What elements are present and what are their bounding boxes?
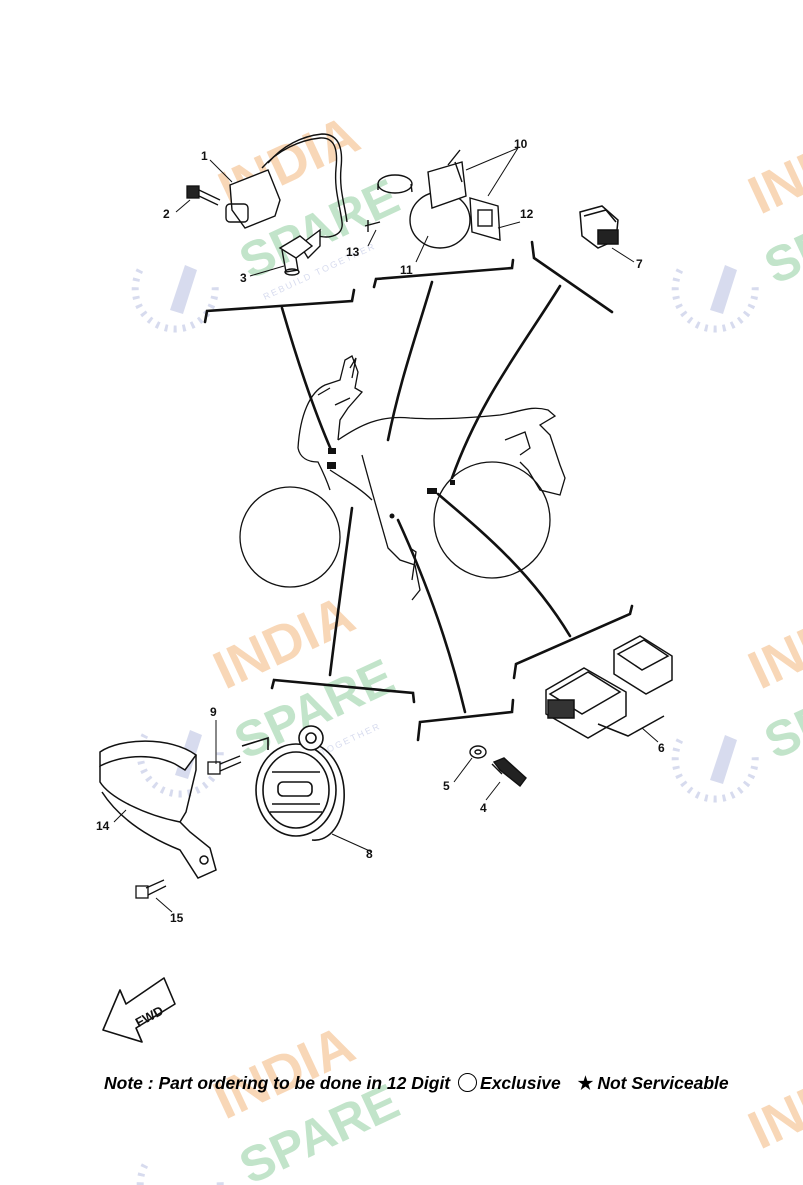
callout-3: 3 [240, 271, 247, 285]
harness-connectors [327, 448, 455, 519]
horn-bracket-part [99, 740, 217, 879]
bolt-part-9 [207, 755, 242, 775]
ordering-note: Note : Part ordering to be done in 12 Di… [104, 1073, 729, 1094]
callout-9: 9 [210, 705, 217, 719]
watermark-logo: INDIA SPARE [671, 584, 803, 803]
bolt-part-15 [135, 879, 167, 899]
bracket-ignition-coil [203, 288, 356, 324]
star-icon: ★ [577, 1073, 594, 1093]
watermark-logo: INDIA SPARE [671, 109, 803, 333]
exclusive-circle-icon [458, 1073, 478, 1092]
callout-5: 5 [443, 779, 450, 793]
watermark-logo: INDIA [740, 1044, 803, 1161]
callout-13: 13 [346, 245, 360, 259]
callout-7: 7 [636, 257, 643, 271]
watermark-word-india: INDIA [740, 1044, 803, 1161]
group-brackets [203, 240, 634, 742]
watermark-logo: INDIA SPARE [136, 1014, 407, 1185]
callout-11: 11 [400, 263, 413, 277]
bracket-flasher [512, 604, 634, 680]
relay-part [579, 205, 619, 249]
bracket-horn [270, 678, 416, 704]
fwd-arrow-icon: FWD [102, 977, 176, 1043]
callout-8: 8 [366, 847, 373, 861]
callout-1: 1 [201, 149, 208, 163]
callout-2: 2 [163, 207, 170, 221]
note-prefix: Note : Part ordering to be done in 12 Di… [104, 1073, 451, 1093]
callout-12: 12 [520, 207, 534, 221]
callout-leaders [113, 147, 659, 913]
bracket-relay [530, 240, 614, 314]
callout-15: 15 [170, 911, 184, 925]
callout-10: 10 [514, 137, 528, 151]
spark-plug-cap-part [278, 235, 314, 276]
horn-part [241, 725, 345, 841]
rear-wheel [433, 461, 551, 579]
callout-14: 14 [96, 819, 110, 833]
bolt-part-4 [491, 757, 527, 787]
front-wheel [239, 486, 341, 588]
note-not-serviceable: Not Serviceable [597, 1073, 729, 1093]
watermark-word-india: INDIA [740, 109, 803, 226]
fuel-sender-part [364, 149, 501, 249]
callout-4: 4 [480, 801, 487, 815]
ignition-coil-part [225, 133, 348, 260]
motorcycle-outline [239, 355, 566, 601]
bracket-fuel-sender [372, 258, 515, 289]
callout-6: 6 [658, 741, 665, 755]
note-exclusive: Exclusive [480, 1073, 561, 1093]
flasher-relays-part [545, 635, 673, 739]
connector-lines [280, 280, 572, 714]
bracket-bolt [416, 698, 515, 742]
watermark-word-india: INDIA [740, 584, 803, 701]
bolt-part-2 [186, 185, 221, 206]
washer-part-5 [469, 745, 487, 759]
callout-labels: 1 2 3 4 5 6 7 8 9 10 11 12 13 14 15 [96, 137, 665, 925]
